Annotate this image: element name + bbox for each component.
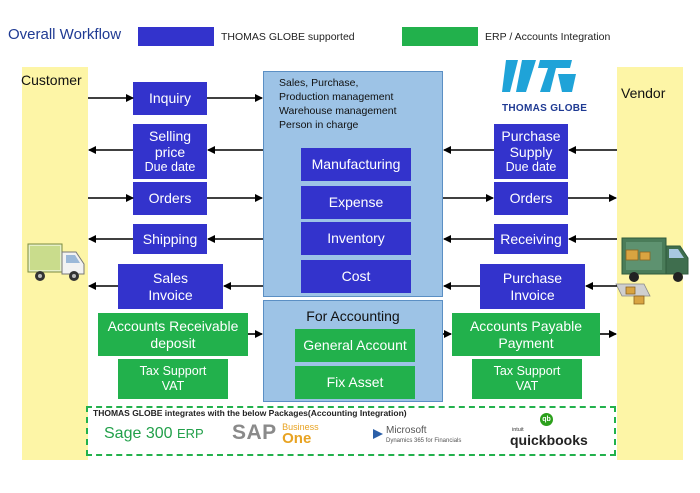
center-panel <box>263 71 443 297</box>
sage-logo: Sage 300 ERP <box>104 425 204 443</box>
sap-logo: SAP Business One <box>232 421 319 447</box>
quickbooks-pre: intuit <box>512 427 524 433</box>
center-notes: Sales, Purchase, Production management W… <box>279 76 397 132</box>
microsoft-name: Microsoft <box>386 425 427 436</box>
quickbooks-name: quickbooks <box>510 432 588 448</box>
customer-label: Customer <box>21 72 82 88</box>
left-tax-box: Tax Support VAT <box>118 359 228 399</box>
expense-box: Expense <box>301 186 411 219</box>
accounts-receivable-line: deposit <box>150 334 196 351</box>
accounts-payable-line: Payment <box>498 334 554 351</box>
sales-invoice-line: Invoice <box>148 286 193 303</box>
selling-price-line: price <box>154 144 186 160</box>
purchase-supply-line: Due date <box>505 160 557 174</box>
legend-supported-label: THOMAS GLOBE supported <box>221 31 355 43</box>
manufacturing-box: Manufacturing <box>301 148 411 181</box>
sage-suffix: ERP <box>176 426 204 441</box>
right-tax-line: VAT <box>515 379 539 393</box>
selling-price-line: Selling <box>148 128 192 144</box>
selling-price-line: Due date <box>144 160 196 174</box>
center-note: Production management <box>279 91 394 103</box>
cost-box: Cost <box>301 260 411 293</box>
accounts-receivable-line: Accounts Receivable <box>107 317 239 334</box>
microsoft-dynamics-icon <box>373 429 383 439</box>
integration-panel <box>86 406 616 456</box>
left-orders-box: Orders <box>133 182 207 215</box>
right-tax-box: Tax Support VAT <box>472 359 582 399</box>
purchase-invoice-line: Purchase <box>502 269 563 286</box>
quickbooks-badge-text: qb <box>542 416 551 423</box>
purchase-supply-box: Purchase Supply Due date <box>494 124 568 179</box>
legend-erp-swatch <box>402 27 478 46</box>
quickbooks-badge-icon: qb <box>540 413 553 426</box>
right-tax-line: Tax Support <box>493 364 561 378</box>
quickbooks-logo: qb intuit quickbooks <box>510 413 600 453</box>
purchase-supply-line: Supply <box>509 144 553 160</box>
inquiry-box: Inquiry <box>133 82 207 115</box>
thomas-globe-logo-text: THOMAS GLOBE <box>502 103 588 114</box>
right-orders-box: Orders <box>494 182 568 215</box>
purchase-supply-line: Purchase <box>501 128 561 144</box>
legend-erp-label: ERP / Accounts Integration <box>485 31 611 43</box>
legend-supported-swatch <box>138 27 214 46</box>
microsoft-sub: Dynamics 365 for Financials <box>386 438 462 444</box>
accounts-receivable-box: Accounts Receivable deposit <box>98 313 248 356</box>
integration-caption: THOMAS GLOBE integrates with the below P… <box>93 408 407 418</box>
inventory-box: Inventory <box>301 222 411 255</box>
center-note: Sales, Purchase, <box>279 77 359 89</box>
shipping-box: Shipping <box>133 224 207 254</box>
center-note: Person in charge <box>279 119 359 131</box>
sap-name: SAP <box>232 421 277 444</box>
thomas-globe-logo: THOMAS GLOBE <box>498 52 588 118</box>
receiving-truck-icon <box>614 232 694 311</box>
sage-name: Sage 300 <box>104 425 173 442</box>
left-tax-line: Tax Support <box>139 364 207 378</box>
general-account-box: General Account <box>295 329 415 362</box>
receiving-box: Receiving <box>494 224 568 254</box>
accounting-title: For Accounting <box>306 308 400 324</box>
sap-line2: One <box>282 430 312 447</box>
delivery-truck-icon <box>26 238 88 291</box>
purchase-invoice-box: Purchase Invoice <box>480 264 585 309</box>
center-note: Warehouse management <box>279 105 397 117</box>
sales-invoice-box: Sales Invoice <box>118 264 223 309</box>
purchase-invoice-line: Invoice <box>510 286 555 303</box>
left-tax-line: VAT <box>161 379 185 393</box>
sap-line1: Business <box>282 422 319 432</box>
accounts-payable-box: Accounts Payable Payment <box>452 313 600 356</box>
page-title: Overall Workflow <box>8 26 122 43</box>
vendor-label: Vendor <box>621 85 666 101</box>
accounts-payable-line: Accounts Payable <box>469 317 583 334</box>
sales-invoice-line: Sales <box>152 269 189 286</box>
selling-price-box: Selling price Due date <box>133 124 207 179</box>
fix-asset-box: Fix Asset <box>295 366 415 399</box>
